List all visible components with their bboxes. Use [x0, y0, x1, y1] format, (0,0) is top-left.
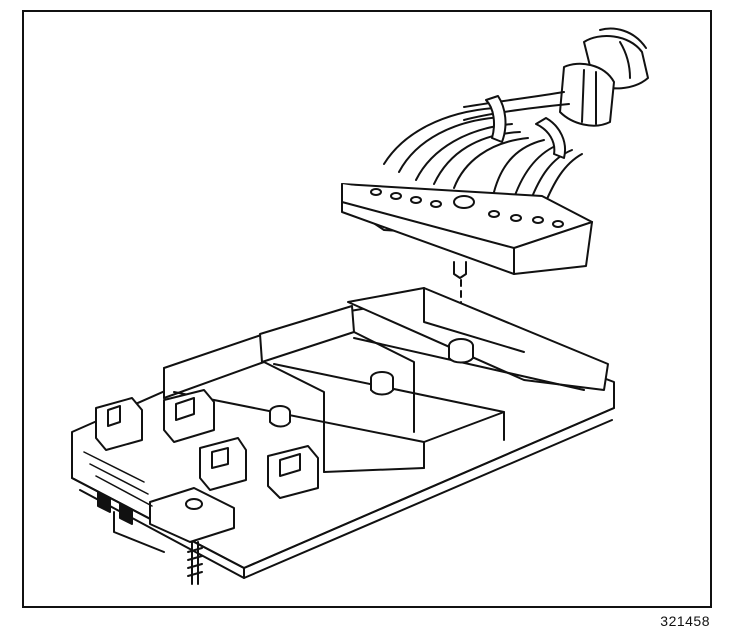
wiring-harness: [383, 27, 649, 207]
junction-block-connector-illustration: [71, 27, 649, 585]
harness-connector: [341, 183, 593, 279]
illustration-frame: [22, 10, 712, 608]
figure-number: 321458: [660, 613, 710, 629]
junction-block: [71, 287, 615, 585]
